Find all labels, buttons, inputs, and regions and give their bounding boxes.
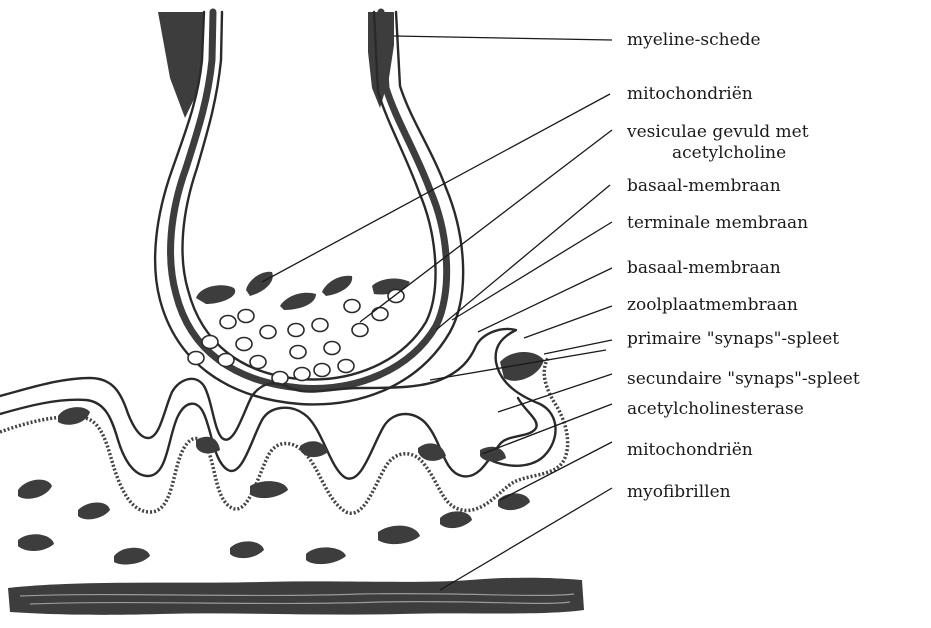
label-secondary-cleft: secundaire "synaps"-spleet (627, 369, 860, 389)
label-vesicles-line1: vesiculae gevuld met (626, 122, 809, 142)
muscle-mitochondria (18, 480, 530, 565)
leader-lines (262, 36, 612, 590)
terminal-membrane-outline (171, 12, 447, 388)
label-mitochondria-top: mitochondriën (627, 84, 753, 104)
label-myofibrils: myofibrillen (627, 482, 731, 502)
label-terminal-membrane: terminale membraan (627, 213, 808, 233)
labels: myeline-schede mitochondriën vesiculae g… (626, 30, 860, 502)
label-basal-membrane-1: basaal-membraan (627, 176, 781, 196)
label-endplate-membrane: zoolplaatmembraan (627, 295, 798, 315)
myofibrils-band (8, 578, 584, 615)
terminal-mitochondria (196, 272, 410, 310)
label-basal-membrane-2: basaal-membraan (627, 258, 781, 278)
label-myelin-sheath: myeline-schede (627, 30, 761, 50)
label-mitochondria-bottom: mitochondriën (627, 440, 753, 460)
label-vesicles-line2: acetylcholine (672, 143, 786, 163)
label-primary-cleft: primaire "synaps"-spleet (627, 329, 839, 349)
label-acetylcholinesterase: acetylcholinesterase (627, 399, 804, 419)
